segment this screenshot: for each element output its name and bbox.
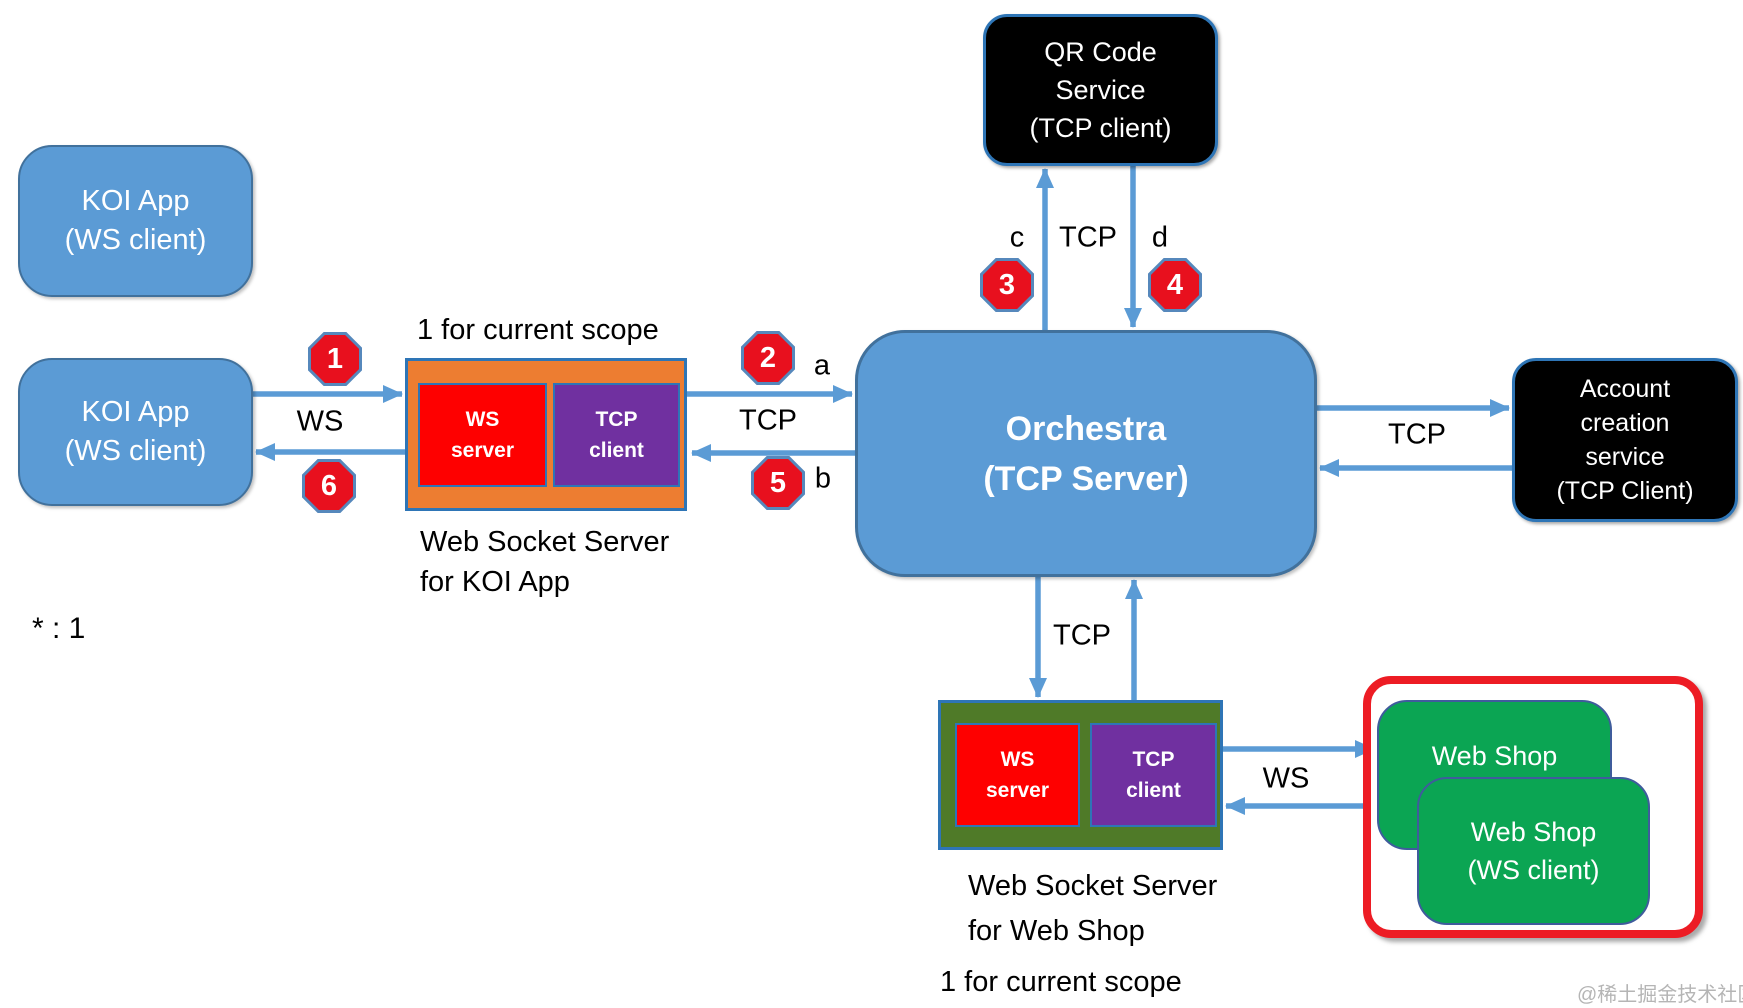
node-shop-tcp-client: TCP client <box>1090 723 1217 827</box>
caption-shop-scope: 1 for current scope <box>940 966 1182 998</box>
step-badge-2: 2 <box>741 331 795 385</box>
node-qr-code-service: QR Code Service (TCP client) <box>983 14 1218 166</box>
step-badge-3-number: 3 <box>983 261 1031 309</box>
edge-label-step-c: c <box>1009 221 1025 254</box>
step-badge-4-number: 4 <box>1151 261 1199 309</box>
step-badge-5-number: 5 <box>754 459 802 507</box>
edge-label-tcp-shop: TCP <box>1053 619 1111 652</box>
step-badge-4: 4 <box>1148 258 1202 312</box>
node-orchestra: Orchestra (TCP Server) <box>855 330 1317 577</box>
node-account-creation-service: Account creation service (TCP Client) <box>1512 358 1738 522</box>
step-badge-2-number: 2 <box>744 334 792 382</box>
step-badge-3: 3 <box>980 258 1034 312</box>
caption-ws-server-shop: Web Socket Server for Web Shop <box>968 870 1218 947</box>
caption-cardinality: * : 1 <box>32 612 86 645</box>
node-shop-ws-server: WS server <box>955 723 1080 827</box>
edge-label-ws-koi: WS <box>296 405 344 438</box>
caption-ws-server-koi: Web Socket Server for KOI App <box>420 526 670 598</box>
node-koi-app-top: KOI App (WS client) <box>18 145 253 297</box>
watermark-text: @稀土掘金技术社区 <box>1577 984 1743 1006</box>
edge-label-tcp-qr: TCP <box>1059 221 1117 254</box>
node-koi-ws-server: WS server <box>418 383 547 487</box>
node-koi-tcp-client: TCP client <box>553 383 680 487</box>
edge-label-tcp-koi: TCP <box>739 404 797 437</box>
node-koi-app: KOI App (WS client) <box>18 358 253 506</box>
step-badge-5: 5 <box>751 456 805 510</box>
step-badge-6: 6 <box>302 459 356 513</box>
caption-koi-scope: 1 for current scope <box>417 314 659 346</box>
edge-label-step-d: d <box>1151 221 1169 254</box>
edge-label-step-a: a <box>813 349 831 382</box>
step-badge-6-number: 6 <box>305 462 353 510</box>
step-badge-1-number: 1 <box>311 335 359 383</box>
node-web-shop-front: Web Shop (WS client) <box>1417 777 1650 925</box>
edge-label-ws-shop: WS <box>1262 762 1310 795</box>
edge-label-tcp-account: TCP <box>1388 418 1446 451</box>
edge-label-step-b: b <box>814 462 832 495</box>
step-badge-1: 1 <box>308 332 362 386</box>
